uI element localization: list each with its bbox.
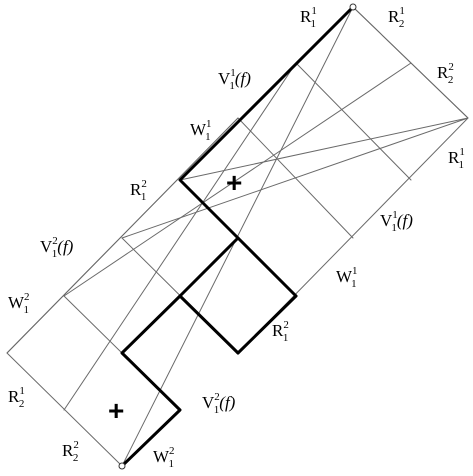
- thick-path-upper: [178, 5, 355, 298]
- edge-label-base: R: [62, 441, 74, 460]
- edge-label-superscript: 1: [19, 385, 25, 397]
- edge-label-base: V: [380, 211, 393, 230]
- plus-mark-upper: +: [226, 167, 242, 198]
- edge-label-subscript: 1: [52, 248, 58, 260]
- boundary-left: [6, 117, 239, 354]
- edge-label-subscript: 2: [73, 452, 79, 464]
- edge-label-subscript: 1: [458, 159, 464, 171]
- edge-label-superscript: 2: [24, 291, 30, 303]
- edge-label-superscript: 1: [392, 209, 397, 221]
- edge-label-subscript: 1: [391, 222, 397, 234]
- grid-line-short-6: [6, 352, 123, 467]
- edge-label-superscript: 2: [283, 319, 289, 331]
- edge-label-superscript: 1: [459, 146, 464, 158]
- edge-label-base: W: [336, 267, 353, 286]
- plus-mark-lower: +: [108, 395, 124, 426]
- edge-label-base: V: [40, 237, 53, 256]
- edge-label-subscript: 1: [24, 304, 30, 316]
- grid-line-long-1: [63, 62, 297, 411]
- edge-label-argument: (f): [57, 237, 73, 256]
- edge-label-subscript: 1: [141, 191, 147, 203]
- edge-label-superscript: 1: [399, 5, 405, 17]
- grid-line-long-3: [63, 62, 412, 297]
- edge-label-base: R: [437, 63, 449, 82]
- edge-label-base: R: [388, 7, 400, 26]
- edge-label-base: V: [202, 393, 215, 412]
- edge-label-subscript: 2: [399, 18, 405, 30]
- edge-label-base: R: [8, 387, 20, 406]
- thick-path: [120, 5, 355, 468]
- endpoint-top: [349, 3, 357, 11]
- edge-label-subscript: 1: [205, 131, 211, 143]
- edge-label-base: R: [300, 7, 312, 26]
- thick-path-middle: [178, 236, 240, 355]
- edge-label-base: R: [448, 148, 460, 167]
- edge-label-superscript: 2: [73, 439, 79, 451]
- edge-label-base: W: [153, 447, 170, 466]
- edge-label-base: W: [8, 293, 25, 312]
- edge-label-subscript: 1: [310, 18, 316, 30]
- edge-label-superscript: 1: [206, 118, 211, 130]
- edge-label-argument: (f): [397, 211, 413, 230]
- edge-label-base: R: [272, 321, 284, 340]
- edge-label-subscript: 1: [169, 458, 175, 470]
- edge-label-base: W: [190, 120, 207, 139]
- boundary-top-right: [352, 6, 469, 119]
- grid-line-long-5: [179, 117, 469, 181]
- thick-path-lower: [120, 294, 182, 468]
- edge-label-superscript: 2: [214, 391, 220, 403]
- edge-label-superscript: 2: [169, 445, 175, 457]
- edge-label-subscript: 1: [283, 332, 289, 344]
- grid-line-short-2: [237, 117, 354, 239]
- grid-line-short-1: [295, 62, 412, 181]
- edge-label-base: V: [218, 69, 231, 88]
- edge-label-subscript: 1: [351, 278, 357, 290]
- edge-label-superscript: 1: [352, 265, 357, 277]
- edge-label-base: R: [130, 180, 142, 199]
- edge-label-argument: (f): [219, 393, 235, 412]
- edge-label-superscript: 2: [448, 61, 454, 73]
- edge-label-subscript: 1: [229, 80, 235, 92]
- edge-label-superscript: 1: [230, 67, 235, 79]
- thick-path-rung: [236, 294, 298, 355]
- edge-label-subscript: 2: [448, 74, 454, 86]
- edge-label-superscript: 2: [52, 235, 58, 247]
- edge-label-subscript: 1: [214, 404, 220, 416]
- edge-label-subscript: 2: [19, 398, 25, 410]
- endpoint-bottom: [118, 462, 126, 470]
- edge-label-superscript: 2: [141, 178, 147, 190]
- edge-label-argument: (f): [235, 69, 251, 88]
- edge-label-superscript: 1: [311, 5, 316, 17]
